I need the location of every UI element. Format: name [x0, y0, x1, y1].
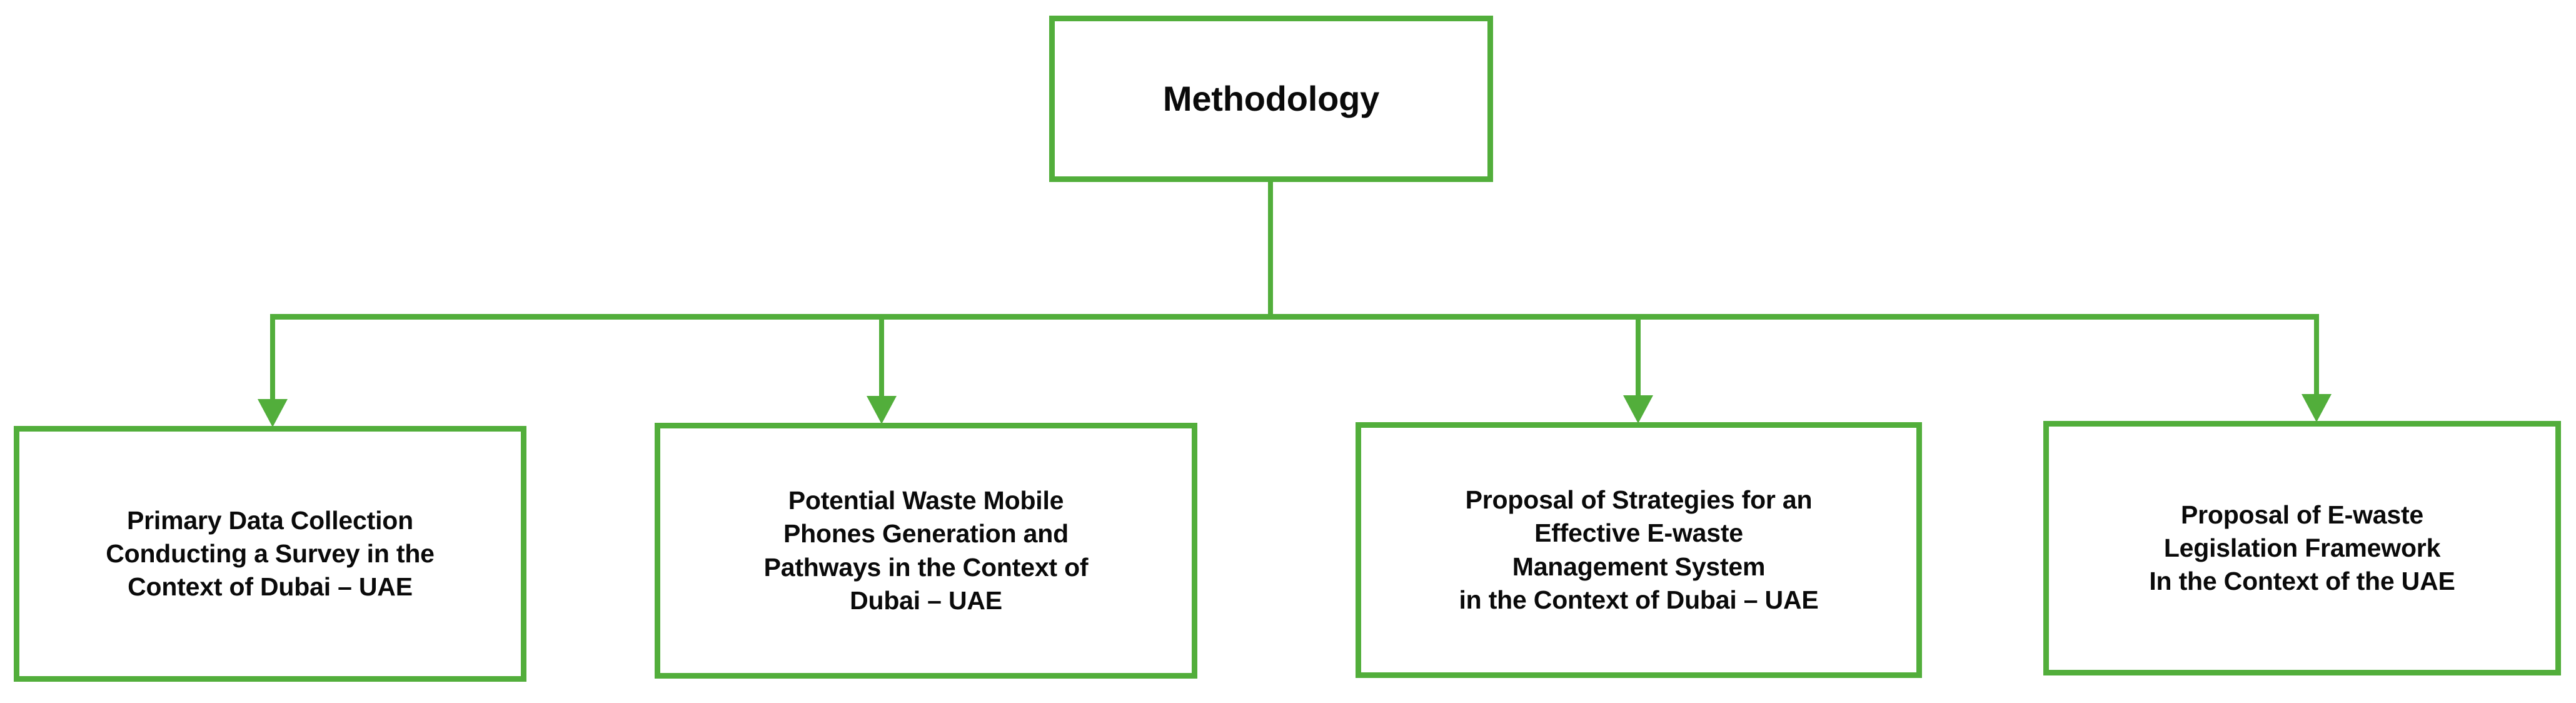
node-primary-data-collection-label: Primary Data Collection Conducting a Sur… [106, 505, 435, 602]
node-proposal-of-legislation-framework-label: Proposal of E-waste Legislation Framewor… [2149, 500, 2455, 596]
node-proposal-of-legislation-framework[interactable]: Proposal of E-waste Legislation Framewor… [2043, 421, 2561, 675]
connector-drop-line-4 [2314, 316, 2319, 402]
arrow-down-icon-4 [2302, 394, 2332, 422]
arrow-down-icon-3 [1623, 395, 1653, 423]
node-potential-waste-mobile-phones-label: Potential Waste Mobile Phones Generation… [763, 485, 1089, 615]
connector-horizontal-bar [270, 314, 2319, 320]
node-primary-data-collection[interactable]: Primary Data Collection Conducting a Sur… [14, 426, 526, 682]
node-methodology[interactable]: Methodology [1049, 16, 1493, 182]
connector-drop-line-2 [879, 316, 884, 404]
node-proposal-of-strategies[interactable]: Proposal of Strategies for an Effective … [1356, 422, 1922, 678]
connector-drop-line-3 [1636, 316, 1641, 403]
connector-drop-line-1 [270, 316, 275, 407]
node-potential-waste-mobile-phones[interactable]: Potential Waste Mobile Phones Generation… [655, 423, 1197, 679]
connector-root-stem [1268, 182, 1273, 317]
node-proposal-of-strategies-label: Proposal of Strategies for an Effective … [1459, 485, 1819, 614]
arrow-down-icon-2 [867, 396, 897, 424]
arrow-down-icon-1 [258, 399, 288, 427]
node-methodology-label: Methodology [1162, 79, 1380, 119]
